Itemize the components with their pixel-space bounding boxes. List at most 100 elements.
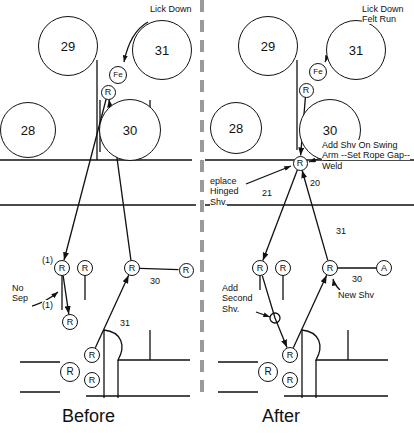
callout-note: 20 [310,178,320,188]
callout-note: 30 [352,274,362,284]
roll-number: R [297,159,304,168]
sheave-roll: R [60,362,80,382]
roll-number: R [82,264,89,273]
sheave-roll: R [252,260,268,276]
press-frame [20,330,190,398]
callout-note: New Shv [338,290,374,300]
roll-number: 30 [323,124,337,137]
roll-number: Fe [313,68,322,76]
sheave-roll: R [322,260,338,276]
callout-note: (1) [42,255,53,265]
callout-note: Lick Down [150,4,192,14]
sheave-roll: R [282,347,298,363]
roll-number: R [67,318,74,327]
leader-line [246,166,291,184]
felt-run [338,267,376,268]
label-box: Before [62,406,115,427]
label-box: (1) [42,255,53,265]
felt-line [296,60,297,150]
label-box: 20 [310,178,320,188]
felt-run [263,170,297,261]
label-box: Lick Down [150,4,200,14]
sheave-roll: A [376,260,392,276]
felt-run [95,275,128,347]
press-roll: 31 [132,20,192,80]
callout-note: Lick Down Felt Run [362,4,404,24]
roll-number: 29 [261,40,275,53]
label-box: No Sep [12,283,40,304]
panel-title: After [262,406,300,426]
roll-number: 29 [61,40,75,53]
press-roll: 29 [238,16,298,76]
leader-line [256,312,270,317]
leader-line [333,279,340,290]
sheave-roll: R [258,362,278,382]
roll-number: Fe [113,71,122,79]
label-box: 31 [336,226,346,236]
roll-number: 28 [21,124,35,137]
press-roll: 28 [0,102,56,158]
press-roll: 28 [210,102,262,154]
press-roll: 31 [326,20,386,80]
roll-number: R [287,376,294,385]
sheave-roll: R [293,156,308,171]
sheave-roll: R [54,260,70,276]
sheave-roll: R [124,260,140,276]
callout-note: 31 [336,226,346,236]
sheave-roll: Fe [309,63,327,81]
label-box: (1) [42,300,53,310]
label-box: 30 [150,276,160,286]
roll-number: 31 [155,44,169,57]
roll-number: R [89,376,96,385]
label-box: Add Second Shv. [222,283,258,314]
felt-run [140,268,179,269]
roll-number: R [264,367,271,377]
callout-note: eplace Hinged Shv. [210,176,239,207]
callout-note: No Sep [12,283,28,303]
felt-run [63,276,69,314]
panel-divider [200,0,204,400]
label-box: New Shv [338,290,374,300]
roll-number: R [183,266,190,275]
press-frame [218,330,388,398]
roll-number: R [105,88,112,97]
roll-number: R [303,86,310,95]
roll-number: R [327,264,334,273]
roll-number: R [280,264,287,273]
roll-number: R [59,264,66,273]
press-roll: 29 [38,16,98,76]
sheave-roll: R [84,372,100,388]
sheave-roll: R [62,314,78,330]
felt-run [302,170,328,260]
felt-run [293,275,326,347]
roll-number: R [257,264,264,273]
sheave-roll: R [299,83,314,98]
label-box: Add Shv On Swing Arm --Set Rope Gap--Wel… [322,140,412,171]
roll-number: R [89,351,96,360]
sheave-roll: Fe [109,66,127,84]
callout-note: Add Second Shv. [222,283,253,314]
roll-number: R [66,367,73,377]
label-box: 31 [120,318,130,328]
roll-number: A [381,264,387,273]
roll-number: 28 [229,122,243,135]
roll-number: 30 [123,124,137,137]
label-box: 30 [352,274,362,284]
callout-note: 30 [150,276,160,286]
felt-line [97,60,100,160]
sheave-roll: R [282,372,298,388]
callout-note: Add Shv On Swing Arm --Set Rope Gap--Wel… [322,140,410,171]
callout-note: 21 [262,188,272,198]
label-box: eplace Hinged Shv. [210,176,258,207]
label-box: After [262,406,300,427]
sheave-roll: R [77,260,93,276]
sheave-roll: R [101,85,116,100]
sheave-roll: R [179,263,194,278]
roll-number: 31 [349,44,363,57]
label-box: 21 [262,188,272,198]
roll-number: R [287,351,294,360]
sheave-roll: R [275,260,291,276]
roll-number: R [129,264,136,273]
callout-note: 31 [120,318,130,328]
